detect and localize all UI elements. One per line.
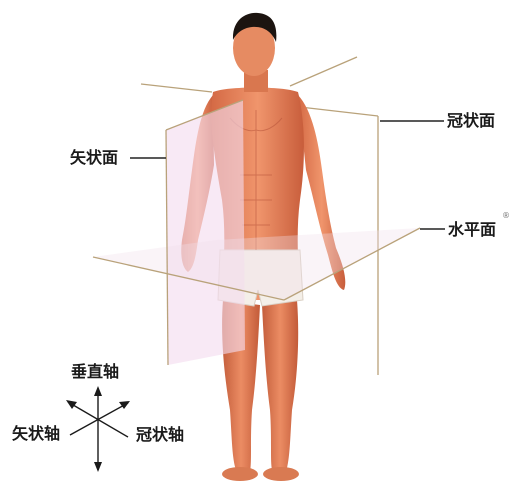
sagittal-plane [166,100,245,365]
registered-mark: ® [502,211,510,220]
horizontal-plane-label: 水平面 [448,222,496,238]
sagittal-axis-label: 矢状轴 [12,426,60,442]
coronal-axis-label: 冠状轴 [136,427,184,443]
axis-indicator [66,386,130,472]
vertical-axis-label: 垂直轴 [71,364,119,380]
sagittal-axis-arrow [66,400,77,409]
horizontal-plane [93,228,420,300]
vertical-axis-arrow-up [94,386,102,396]
vertical-axis-arrow-down [94,462,102,472]
coronal-plane-label: 冠状面 [447,113,495,129]
sagittal-plane-label: 矢状面 [70,150,118,166]
right-foot [222,467,258,481]
left-foot [263,467,299,481]
left-leg [262,300,298,472]
